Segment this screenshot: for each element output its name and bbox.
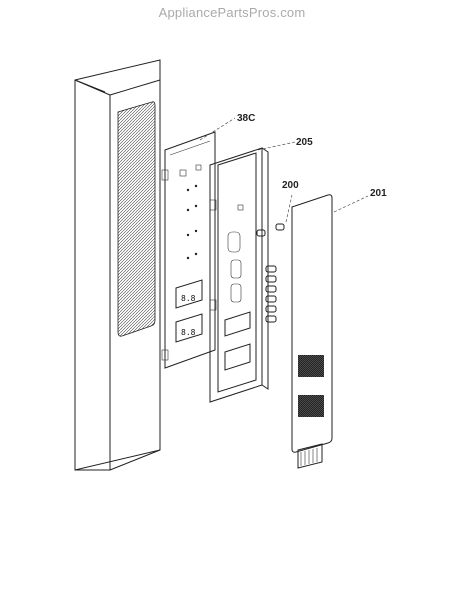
- membrane-201: [291, 194, 333, 469]
- callout-200: 200: [282, 180, 299, 191]
- callout-201: 201: [370, 188, 387, 199]
- membrane-pattern-lower: [298, 395, 324, 417]
- svg-text:8.8: 8.8: [181, 294, 196, 303]
- callout-205: 205: [296, 137, 313, 148]
- callout-38c: 38C: [237, 113, 255, 124]
- vent-grille: [117, 101, 156, 337]
- frame-205: [209, 147, 269, 403]
- watermark-text: AppliancePartsPros.com: [158, 5, 306, 20]
- membrane-pattern-upper: [298, 355, 324, 377]
- control-board-38c: 8.8 8.8: [161, 131, 217, 369]
- display-lower: [175, 313, 203, 343]
- door-panel: [74, 59, 161, 471]
- svg-text:8.8: 8.8: [181, 328, 196, 337]
- display-upper: [175, 279, 203, 309]
- buttons-200: [256, 223, 285, 323]
